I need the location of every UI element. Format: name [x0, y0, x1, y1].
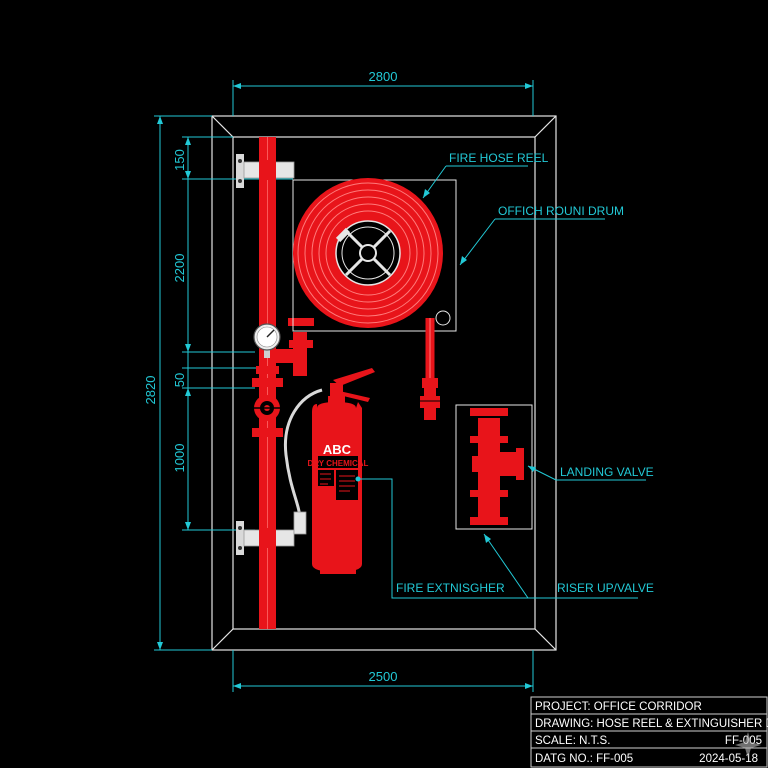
- leader-fire-hose-reel: FIRE HOSE REEL: [422, 151, 549, 199]
- pipe-bracket-lower: [236, 521, 295, 555]
- leader-landing-valve: LANDING VALVE: [527, 465, 654, 481]
- title-block-date: 2024-05-18: [699, 753, 758, 765]
- label-landing-valve: LANDING VALVE: [560, 465, 654, 479]
- extinguisher-class-text: ABC: [323, 442, 352, 457]
- label-drum: OFFICH ROUNI DRUM: [498, 204, 624, 218]
- leader-riser: RISER UP/VALVE: [483, 533, 654, 599]
- gate-valve-icon: [254, 395, 280, 421]
- branch-pipe: [276, 318, 314, 376]
- title-block-project: PROJECT: OFFICE CORRIDOR: [535, 701, 702, 713]
- label-fire-hose-reel: FIRE HOSE REEL: [449, 151, 549, 165]
- title-block-drawing: DRAWING: HOSE REEL & EXTINGUISHER DETAIL: [535, 718, 768, 730]
- title-block: PROJECT: OFFICE CORRIDOR DRAWING: HOSE R…: [530, 696, 768, 768]
- leader-extinguisher: FIRE EXTNISGHER: [358, 478, 528, 599]
- pressure-gauge: [253, 323, 281, 358]
- hose-nozzle-icon: [420, 378, 440, 420]
- riser-flanges: [252, 366, 283, 437]
- title-block-drawing-no: DATG NO.: FF-005: [535, 753, 633, 765]
- dimension-seg-reel-label: 2200: [172, 254, 187, 283]
- dimension-seg-gap-label: 50: [172, 373, 187, 387]
- label-riser: RISER UP/VALVE: [557, 581, 654, 595]
- landing-valve-icon: [470, 408, 524, 525]
- dimension-total-label: 2820: [143, 376, 158, 405]
- dimension-top: 2800: [232, 69, 534, 116]
- cabinet-frame: [211, 115, 557, 651]
- label-extinguisher: FIRE EXTNISGHER: [396, 581, 505, 595]
- dimension-bottom: 2500: [232, 650, 534, 692]
- sparkle-icon: [735, 732, 761, 758]
- dimension-bottom-label: 2500: [369, 669, 398, 684]
- leader-drum: OFFICH ROUNI DRUM: [459, 204, 624, 266]
- dimension-left-total: 2820: [143, 115, 212, 651]
- hose-reel-drum: [293, 178, 443, 328]
- dimension-seg-lower-label: 1000: [172, 444, 187, 473]
- fire-extinguisher-icon: ABC DRY CHEMICAL: [308, 368, 375, 574]
- dimension-top-label: 2800: [369, 69, 398, 84]
- extinguisher-hose: [283, 388, 323, 535]
- dimension-seg-top-label: 150: [172, 149, 187, 171]
- pipe-bracket-upper: [236, 154, 295, 188]
- title-block-scale: SCALE: N.T.S.: [535, 735, 610, 747]
- extinguisher-agent-text: DRY CHEMICAL: [308, 459, 369, 468]
